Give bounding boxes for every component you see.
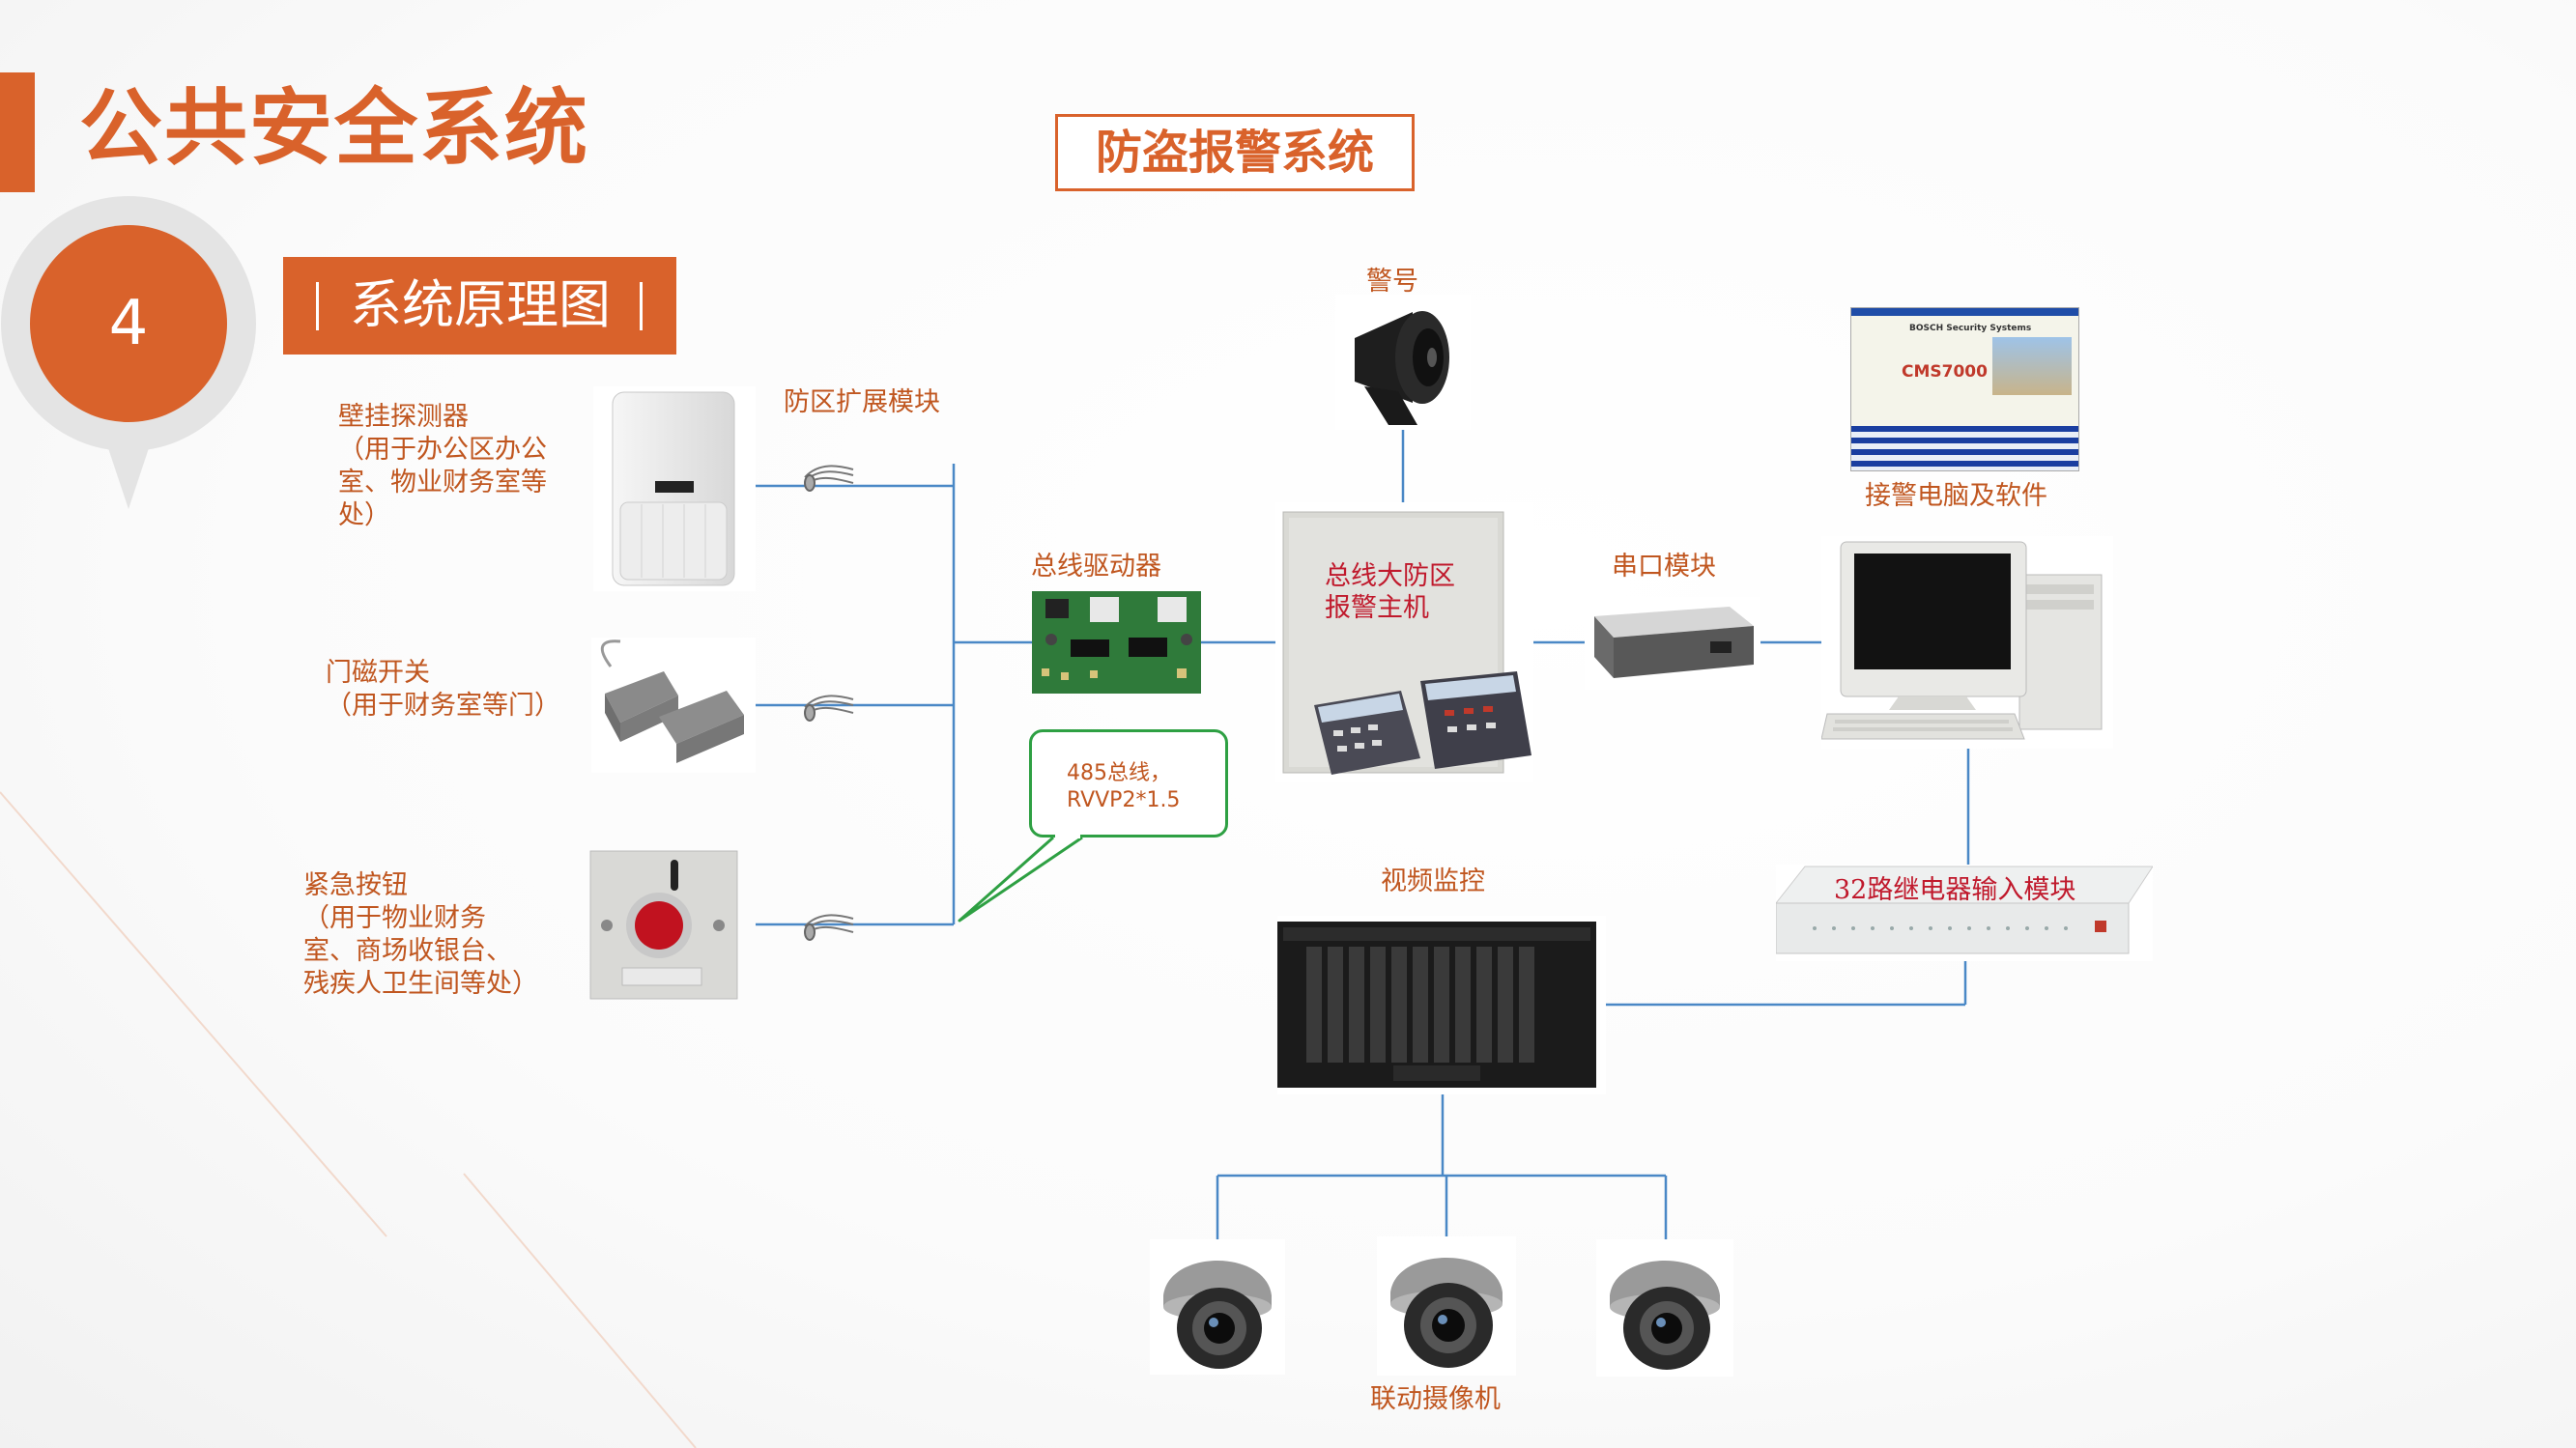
alarm-pc-label: 接警电脑及软件 <box>1865 481 2047 511</box>
alarm-cabinet-icon <box>1282 511 1531 775</box>
screen-table <box>1851 426 2078 470</box>
bus-callout-line1: 485总线， <box>1067 761 1171 785</box>
emergency-button-title: 紧急按钮 <box>303 870 408 900</box>
siren-image <box>1335 295 1471 430</box>
siren-icon <box>1355 311 1449 425</box>
wall-detector-title: 壁挂探测器 <box>338 402 469 432</box>
keypad-right <box>1420 671 1531 769</box>
zone-expansion-label: 防区扩展模块 <box>784 387 940 417</box>
section-badge: 4 <box>0 195 261 514</box>
door-magnet-icon <box>600 639 744 763</box>
video-matrix-image <box>1277 916 1606 1094</box>
screen-brand: BOSCH Security Systems <box>1909 324 2032 333</box>
emergency-button-icon <box>589 850 738 1000</box>
alarm-pc-image <box>1820 536 2113 749</box>
matrix-chassis-icon <box>1277 922 1596 1088</box>
door-magnet-label: 门磁开关 （用于财务室等门） <box>326 657 577 723</box>
decor-line <box>0 791 387 1237</box>
divider <box>640 282 643 330</box>
screen-product: CMS7000 <box>1902 362 1988 382</box>
section-title-box: 系统原理图 <box>283 257 676 355</box>
serial-module-icon <box>1594 607 1754 678</box>
dome-camera-icon <box>1610 1261 1720 1370</box>
door-magnet-image <box>591 638 756 773</box>
relay-module-image <box>1774 865 2154 961</box>
section-number: 4 <box>108 288 149 359</box>
callout-mask <box>1055 833 1080 838</box>
dome-camera-image <box>1377 1236 1516 1376</box>
software-screenshot: BOSCH Security Systems CMS7000 <box>1850 307 2079 471</box>
circuit-board-icon <box>1032 591 1201 694</box>
linked-cameras-label: 联动摄像机 <box>1370 1384 1501 1414</box>
bus-driver-label: 总线驱动器 <box>1031 552 1161 582</box>
door-magnet-note: （用于财务室等门） <box>326 691 560 721</box>
diagram-title-text: 防盗报警系统 <box>1095 126 1374 180</box>
bus-driver-image <box>1032 591 1201 694</box>
wall-detector-note: （用于办公区办公室、物业财务室等处） <box>338 435 547 530</box>
zone-module-icon <box>804 465 854 492</box>
alarm-host-line2: 报警主机 <box>1325 593 1429 623</box>
serial-module-image <box>1585 597 1760 690</box>
alarm-host-line1: 总线大防区 <box>1325 561 1455 591</box>
keypad-left <box>1314 691 1420 775</box>
screen-photo <box>1992 337 2072 395</box>
bus-callout-line2: RVVP2*1.5 <box>1067 788 1181 812</box>
emergency-button-image <box>589 850 738 1000</box>
dome-camera-image <box>1596 1239 1733 1377</box>
alarm-host-image <box>1275 502 1533 782</box>
divider <box>316 282 319 330</box>
bus-callout: 485总线， RVVP2*1.5 <box>1029 729 1228 838</box>
zone-module-icon <box>804 695 854 722</box>
dome-camera-image <box>1150 1239 1285 1375</box>
wall-detector-label: 壁挂探测器 （用于办公区办公室、物业财务室等处） <box>338 401 568 532</box>
dome-camera-icon <box>1163 1261 1272 1369</box>
emergency-button-label: 紧急按钮 （用于物业财务室、商场收银台、残疾人卫生间等处） <box>303 869 538 1001</box>
door-magnet-title: 门磁开关 <box>326 658 430 688</box>
zone-module-icon <box>804 914 854 941</box>
decor-line <box>463 1173 697 1448</box>
section-title: 系统原理图 <box>350 274 611 335</box>
dome-camera-icon <box>1390 1258 1503 1368</box>
video-monitor-label: 视频监控 <box>1381 866 1485 896</box>
siren-label: 警号 <box>1366 267 1418 297</box>
title-accent-bar <box>0 72 35 192</box>
diagram-title: 防盗报警系统 <box>1055 114 1415 191</box>
emergency-button-note: （用于物业财务室、商场收银台、残疾人卫生间等处） <box>303 903 538 999</box>
relay-module-label: 32路继电器输入模块 <box>1834 875 2076 905</box>
wall-detector-image <box>593 386 756 591</box>
page-title: 公共安全系统 <box>79 80 589 177</box>
serial-module-label: 串口模块 <box>1612 552 1716 582</box>
badge-pin-shape <box>1 196 256 509</box>
motion-detector-icon <box>612 391 735 586</box>
screen-titlebar <box>1851 308 2078 316</box>
computer-icon <box>1820 541 2103 740</box>
alarm-host-label: 总线大防区 报警主机 <box>1325 560 1455 624</box>
